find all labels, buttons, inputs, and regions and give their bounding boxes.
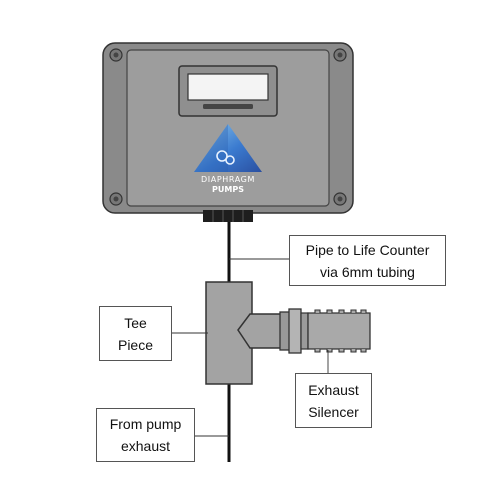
callout-tee-piece: Tee Piece (99, 306, 172, 361)
screw-icon (333, 192, 347, 206)
brand-name-line2: PUMPS (212, 185, 244, 194)
callout-silencer-line2: Silencer (308, 403, 359, 420)
device-connector (203, 210, 253, 222)
callout-tee-line2: Piece (117, 336, 154, 353)
counter-display (178, 65, 278, 117)
life-counter-device: DIAPHRAGM PUMPS (102, 42, 354, 222)
tee-piece-fitting (205, 281, 282, 385)
callout-pipe-line1: Pipe to Life Counter (305, 241, 430, 258)
callout-silencer-line1: Exhaust (308, 381, 359, 398)
screw-icon (109, 48, 123, 62)
callout-exhaust-silencer: Exhaust Silencer (295, 373, 372, 428)
callout-tee-line1: Tee (124, 314, 147, 331)
callout-pipe-line2: via 6mm tubing (320, 263, 415, 280)
screw-icon (109, 192, 123, 206)
callout-pipe-to-counter: Pipe to Life Counter via 6mm tubing (289, 235, 446, 286)
screw-icon (333, 48, 347, 62)
brand-name-line1: DIAPHRAGM (201, 175, 255, 184)
exhaust-silencer (279, 308, 371, 354)
callout-exhaust-line1: From pump (109, 416, 182, 432)
diaphragm-pumps-logo: DIAPHRAGM PUMPS (194, 124, 262, 194)
callout-from-pump-exhaust: From pump exhaust (96, 408, 195, 462)
callout-exhaust-line2: exhaust (120, 438, 171, 454)
